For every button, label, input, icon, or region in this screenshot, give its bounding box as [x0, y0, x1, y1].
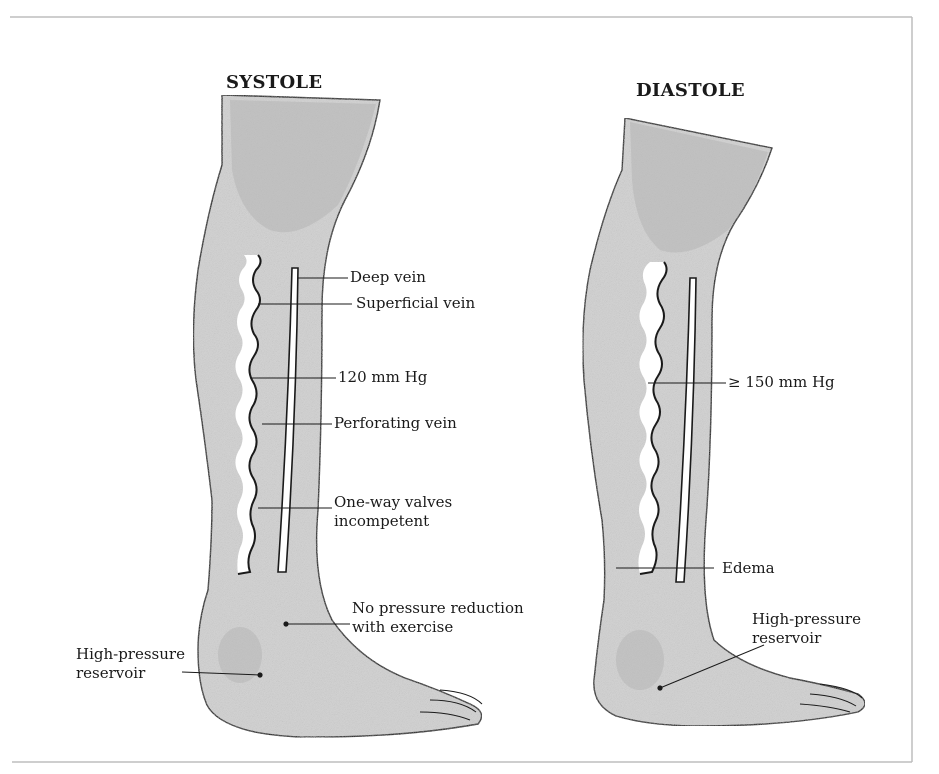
- label-no-pressure: No pressure reduction with exercise: [352, 599, 524, 637]
- dot-reservoir-systole: [257, 672, 262, 677]
- label-reservoir-systole-line1: High-pressure: [76, 645, 185, 664]
- systole-heading: SYSTOLE: [226, 72, 322, 93]
- label-perforating-vein: Perforating vein: [334, 414, 457, 433]
- label-valves: One-way valves incompetent: [334, 493, 452, 531]
- systole-thigh-shadow: [230, 100, 376, 232]
- label-systole-pressure: 120 mm Hg: [338, 368, 427, 387]
- label-superficial-vein: Superficial vein: [356, 294, 475, 313]
- label-reservoir-diastole: High-pressure reservoir: [752, 610, 861, 648]
- label-edema: Edema: [722, 559, 775, 578]
- label-reservoir-systole: High-pressure reservoir: [76, 645, 185, 683]
- label-deep-vein: Deep vein: [350, 268, 426, 287]
- label-reservoir-systole-line2: reservoir: [76, 664, 185, 683]
- dot-reservoir-diastole: [657, 685, 662, 690]
- diastole-heading: DIASTOLE: [636, 80, 745, 101]
- label-valves-line1: One-way valves: [334, 493, 452, 512]
- diastole-ankle-shadow: [616, 630, 664, 690]
- label-no-pressure-line2: with exercise: [352, 618, 524, 637]
- label-valves-line2: incompetent: [334, 512, 452, 531]
- label-reservoir-diastole-line2: reservoir: [752, 629, 861, 648]
- dot-no-pressure: [283, 621, 288, 626]
- label-reservoir-diastole-line1: High-pressure: [752, 610, 861, 629]
- label-no-pressure-line1: No pressure reduction: [352, 599, 524, 618]
- diastole-thigh-shadow: [630, 122, 768, 253]
- label-diastole-pressure: ≥ 150 mm Hg: [728, 373, 835, 392]
